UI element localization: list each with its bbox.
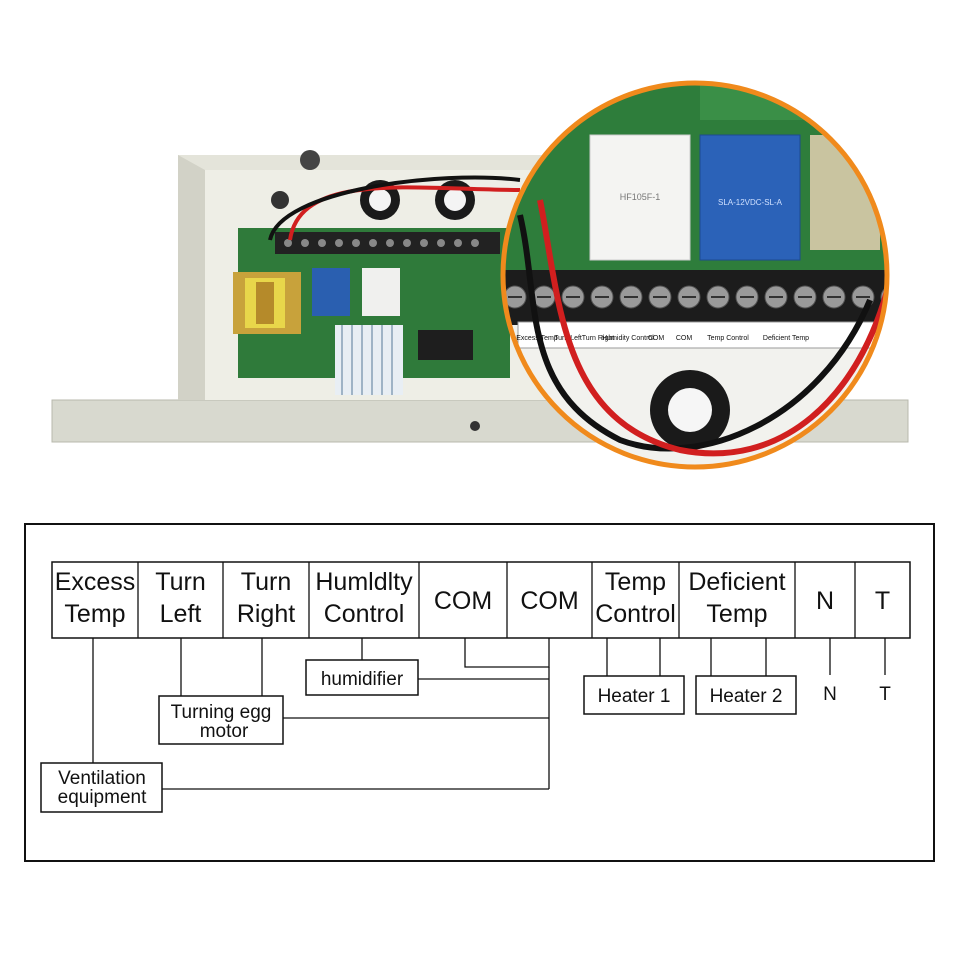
terminal-label: Temp (605, 568, 666, 596)
terminal-label: Left (160, 600, 202, 628)
zoom-detail: HF105F-1 SLA-12VDC-SL-A Excess TempTurn … (503, 83, 887, 467)
board-label: Humidity Control (602, 335, 654, 342)
terminal-label: Temp (64, 600, 125, 628)
screw-hole-icon (470, 421, 480, 431)
controller-photo: HF105F-1 SLA-12VDC-SL-A Excess TempTurn … (51, 80, 909, 470)
terminal-label: Turn (155, 568, 205, 596)
n-wire-label: N (823, 684, 837, 705)
pcb-board (233, 228, 510, 395)
humidifier-box: humidifier (305, 659, 419, 696)
terminal-com-2: COM (520, 587, 578, 615)
svg-text:HF105F-1: HF105F-1 (620, 192, 661, 202)
ventilation-box: Ventilation equipment (40, 762, 163, 813)
turning-motor-label-line2: motor (200, 721, 249, 742)
terminal-t: T (875, 587, 890, 615)
wiring-diagram: ExcessTempTurnLeftTurnRightHumldltyContr… (24, 523, 935, 862)
zoom-frame (500, 80, 890, 470)
heater-2-label: Heater 2 (710, 686, 783, 707)
board-label: COM (648, 335, 665, 342)
terminal-label: Control (324, 600, 405, 628)
terminal-label: Deficient (688, 568, 785, 596)
mounting-hole-icon (271, 191, 289, 209)
terminal-label: Turn (241, 568, 291, 596)
terminal-label: Control (595, 600, 676, 628)
terminal-label: COM (520, 587, 578, 615)
turning-motor-label-line1: Turning egg (171, 702, 272, 723)
terminal-label: Temp (706, 600, 767, 628)
terminal-label: T (875, 587, 890, 615)
ventilation-label-line1: Ventilation (58, 768, 146, 789)
turning-motor-box: Turning egg motor (158, 695, 284, 745)
svg-text:SLA-12VDC-SL-A: SLA-12VDC-SL-A (718, 198, 783, 207)
board-label: Turn Right (582, 335, 614, 342)
heater-1-box: Heater 1 (583, 675, 685, 715)
heater-1-label: Heater 1 (598, 686, 671, 707)
board-label: COM (676, 335, 693, 342)
terminal-label: Humldlty (315, 568, 413, 596)
board-label: Deficient Temp (763, 335, 809, 342)
humidifier-label: humidifier (321, 669, 404, 690)
terminal-n: N (816, 587, 834, 615)
terminal-com-1: COM (434, 587, 492, 615)
terminal-block: ExcessTempTurnLeftTurnRightHumldltyContr… (51, 561, 911, 639)
relay-blue: SLA-12VDC-SL-A (699, 134, 801, 261)
terminal-label: N (816, 587, 834, 615)
terminal-label: COM (434, 587, 492, 615)
wiring-lines (92, 638, 886, 790)
board-label: Temp Control (707, 335, 749, 342)
terminal-label: Excess (55, 568, 136, 596)
ventilation-label-line2: equipment (58, 787, 147, 808)
t-wire-label: T (879, 684, 891, 705)
relay-white: HF105F-1 (589, 134, 691, 261)
diagram-frame (24, 523, 935, 862)
heater-2-box: Heater 2 (695, 675, 797, 715)
terminal-label: Right (237, 600, 295, 628)
